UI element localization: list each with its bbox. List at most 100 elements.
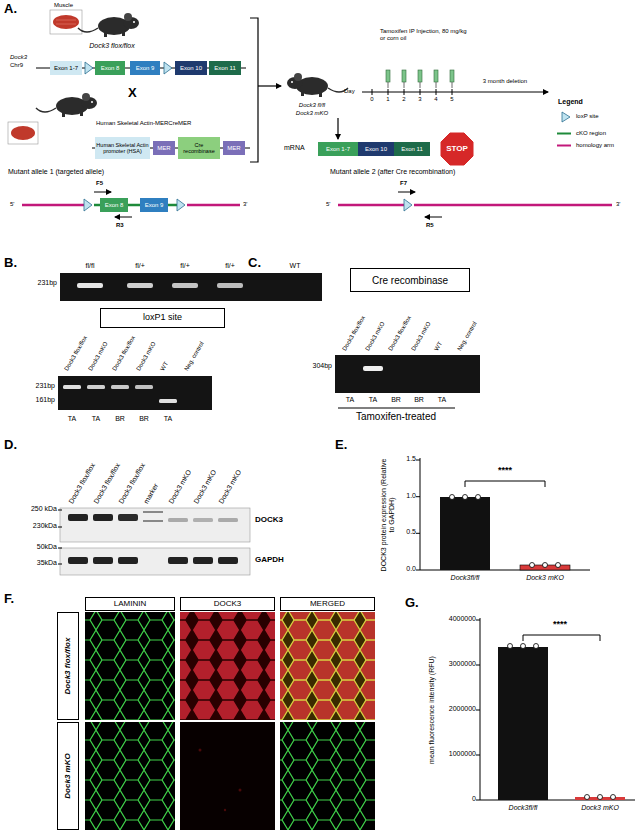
figure-line — [557, 133, 571, 135]
figure-line — [420, 82, 421, 88]
timeline-note: 3 month deletion — [483, 78, 527, 85]
lane-label: fl/+ — [180, 262, 190, 270]
lane-label: WT — [159, 361, 169, 372]
figure-polygon — [84, 199, 92, 211]
figure-rect — [50, 10, 82, 34]
significance-mark: **** — [553, 620, 567, 630]
figure-rect — [180, 722, 275, 830]
lane-label: Dock3 mKO — [167, 468, 193, 505]
figure-line — [404, 89, 405, 95]
lane-label: fl/+ — [225, 262, 235, 270]
size-label: 231bp — [38, 279, 57, 287]
figure-rect — [8, 122, 38, 144]
significance-mark: **** — [498, 466, 512, 476]
tissue-label: TA — [346, 396, 354, 404]
figure-rect — [68, 557, 88, 564]
figure-line — [476, 710, 480, 711]
figure-path — [250, 18, 258, 162]
row-label: mRNA — [284, 144, 305, 152]
genotype-label: Dock3 mKO — [296, 110, 328, 117]
node-text: Exon 11 — [401, 146, 423, 153]
figure-circle — [611, 795, 616, 800]
axis-tick: 3000000 — [449, 660, 476, 668]
exon-box: Exon 8 — [100, 198, 128, 212]
figure-rect — [85, 722, 175, 830]
figure-circle — [585, 795, 590, 800]
figure-line — [476, 800, 480, 801]
figure-line — [436, 89, 437, 95]
figure-path — [465, 481, 545, 487]
node-text: STOP — [446, 145, 468, 154]
tissue-label: BR — [414, 396, 424, 404]
figure-rect — [180, 612, 275, 720]
figure-line — [420, 458, 421, 570]
panel-letter: A. — [4, 2, 17, 16]
figure-rect — [168, 557, 188, 564]
day-tick: 5 — [450, 96, 453, 103]
figure-line — [187, 204, 240, 207]
axis-tick: 1000000 — [449, 750, 476, 758]
exon-box: Exon 9 — [130, 61, 160, 75]
cre-box: Cre recombinase — [178, 137, 220, 159]
figure-rect — [280, 612, 375, 720]
figure-polygon — [85, 62, 93, 74]
figure-rect — [172, 283, 198, 288]
protein-label: DOCK3 — [255, 516, 283, 525]
figure-circle — [508, 644, 513, 649]
axis-tick: 0 — [472, 795, 476, 803]
figure-line — [56, 24, 76, 25]
node-text: MERGED — [310, 600, 345, 609]
figure-rect — [118, 557, 138, 564]
size-label: 35kDa — [37, 559, 57, 567]
end-label: 5' — [10, 201, 14, 208]
tissue-label: TA — [164, 415, 172, 423]
panel-letter: F. — [4, 592, 14, 606]
figure-rect — [63, 385, 81, 389]
figure-circle — [598, 795, 603, 800]
figure-rect — [58, 376, 212, 410]
figure-line — [58, 548, 62, 549]
node-text: DOCK3 — [214, 600, 242, 609]
lane-label: fl/fl — [86, 262, 95, 270]
lane-label: Dock3 mKO — [192, 468, 218, 505]
lane-label: Dock3 mKO — [135, 341, 157, 372]
figure-line — [404, 82, 405, 88]
size-label: 50kDa — [37, 543, 57, 551]
node-text: MER — [227, 145, 240, 152]
day-tick: 0 — [370, 96, 373, 103]
figure-polygon — [404, 199, 412, 211]
figure-rect — [386, 70, 390, 82]
lane-label: Dock3 flox/flox — [111, 335, 136, 372]
node-text: Exon 11 — [214, 65, 236, 72]
primer-label: R5 — [426, 222, 434, 229]
tissue-label: TA — [369, 396, 377, 404]
size-label: 161bp — [36, 396, 55, 404]
figure-rect — [218, 518, 238, 522]
figure-polygon — [164, 62, 172, 74]
lane-label: Dock3 mKO — [364, 321, 386, 352]
node-text: Exon 1-7 — [54, 65, 78, 72]
figure-line — [58, 510, 62, 511]
figure-line — [115, 217, 132, 218]
node-text: Dock3 mKO — [64, 753, 73, 798]
day-tick: 1 — [386, 96, 389, 103]
figure-rect — [93, 557, 113, 564]
figure-line — [436, 82, 437, 88]
octagon-fill — [440, 132, 474, 166]
figure-line — [416, 496, 420, 497]
node-text: Exon 9 — [136, 65, 155, 72]
genotype-label: Dock3 flox/flox — [89, 42, 135, 50]
figure-circle — [450, 495, 455, 500]
figure-rect — [68, 514, 88, 521]
column-header: MERGED — [280, 597, 375, 611]
tissue-label: TA — [92, 415, 100, 423]
figure-rect — [280, 722, 375, 830]
figure-rect — [159, 399, 177, 403]
figure-use — [36, 93, 97, 117]
figure-line — [476, 620, 480, 621]
lane-label: WT — [433, 341, 443, 352]
day-tick: 3 — [418, 96, 421, 103]
legend-text: cKO region — [576, 130, 606, 137]
end-label: 3' — [243, 201, 247, 208]
